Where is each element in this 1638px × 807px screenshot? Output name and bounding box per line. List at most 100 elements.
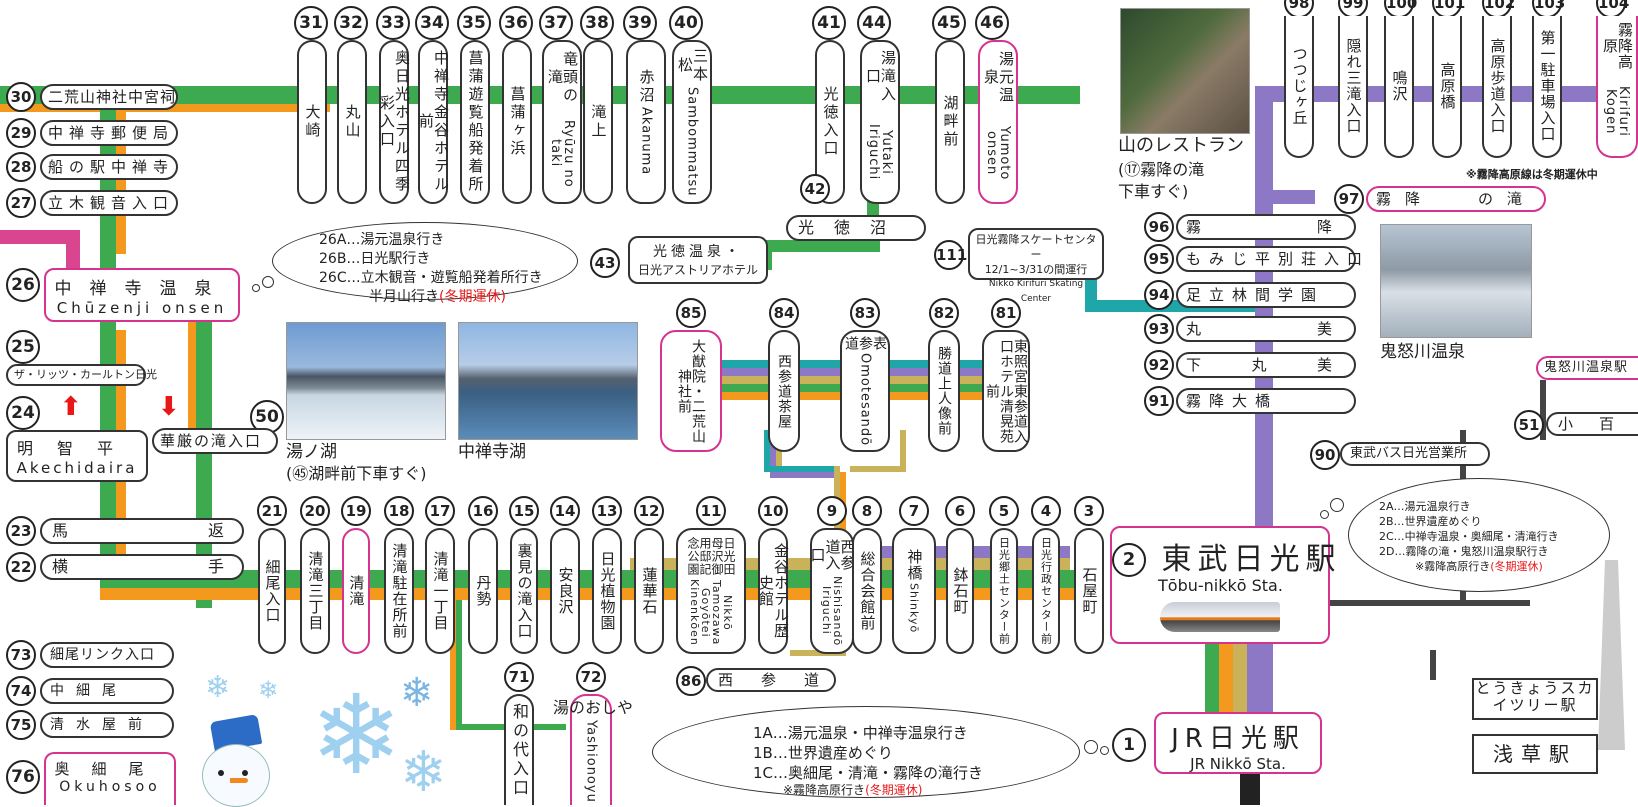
stop-5[interactable]: 日光郷土センター前 (990, 528, 1018, 654)
stop-73[interactable]: 細尾リンク入口 (40, 642, 174, 668)
stop-84[interactable]: 西参道茶屋 (768, 330, 800, 452)
stop-86[interactable]: 西参道 (706, 668, 836, 692)
stop-romaji: Nishisandō Iriguchi (820, 575, 844, 646)
skytree-station[interactable]: とうきょうスカイツリー駅 (1472, 678, 1598, 720)
stop-103[interactable]: 第一駐車場入口 (1532, 16, 1562, 158)
stop-label: 鉢石町 (951, 567, 970, 615)
stop-number: 33 (376, 6, 410, 40)
stop-28[interactable]: 船の駅中禅寺 (40, 154, 178, 180)
stop-99[interactable]: 隠れ三滝入口 (1338, 16, 1368, 158)
stop-98[interactable]: つつじヶ丘 (1284, 16, 1314, 158)
stop-50[interactable]: 華厳の滝入口 (152, 428, 278, 454)
stop-85[interactable]: 大猷院・二荒山神社前 (660, 330, 722, 452)
stop-number: 42 (800, 174, 830, 204)
stop-51[interactable]: 小百 (1546, 412, 1638, 436)
stop-76[interactable]: 奥細尾 Okuhosoo (44, 752, 176, 805)
stop-4[interactable]: 日光行政センター前 (1032, 528, 1060, 654)
stop-19[interactable]: 清滝 (342, 528, 370, 654)
stop-31[interactable]: 大崎 (297, 40, 327, 204)
stop-label: 東照宮東参道入口ホテル清晃苑前 (984, 338, 1028, 444)
bubble-26-c: 26C…立木観音・遊覧船発着所行き (319, 270, 543, 286)
restaurant-note2: 下車すぐ) (1118, 182, 1189, 201)
stop-10[interactable]: 金谷ホテル歴史館 (757, 528, 790, 654)
stop-6[interactable]: 鉢石町 (946, 528, 974, 654)
stop-12[interactable]: 蓮華石 (634, 528, 664, 654)
stop-82[interactable]: 勝道上人像前 (928, 330, 960, 452)
stop-18[interactable]: 清滝駐在所前 (384, 528, 414, 654)
stop-100[interactable]: 鳴沢 (1384, 16, 1414, 158)
stop-number: 14 (550, 496, 580, 526)
stop-45[interactable]: 湖畔前 (935, 40, 965, 204)
stop-93[interactable]: 丸美 (1176, 316, 1356, 342)
stop-number: 36 (499, 6, 533, 40)
jr-nikko-station[interactable]: JR日光駅 JR Nikkō Sta. (1154, 712, 1322, 774)
stop-91[interactable]: 霧降大橋 (1176, 388, 1356, 414)
stop-22[interactable]: 横手 (40, 554, 244, 580)
stop-number: 93 (1144, 314, 1174, 344)
stop-75[interactable]: 清水屋前 (40, 712, 174, 738)
stop-111[interactable]: 日光霧降スケートセンター 12/1~3/31の間運行 Nikkō Kirifur… (968, 228, 1104, 304)
stop-32[interactable]: 丸山 (337, 40, 367, 204)
stop-95[interactable]: もみじ平別荘入口 (1176, 246, 1362, 272)
stop-92[interactable]: 下丸美 (1176, 352, 1356, 378)
stop-94[interactable]: 足立林間学園 (1176, 282, 1356, 308)
stop-41[interactable]: 光徳入口 (815, 40, 845, 204)
stop-label: 表参道 (843, 335, 887, 351)
stop-label: 第一駐車場入口 (1538, 30, 1557, 142)
stop-number: 34 (415, 6, 449, 40)
stop-label: 大崎 (303, 104, 322, 140)
stop-15[interactable]: 裏見の滝入口 (510, 528, 538, 654)
tobu-nikko-station[interactable]: 2 東武日光駅 Tōbu-nikkō Sta. (1110, 526, 1336, 644)
stop-72[interactable]: やしおの湯 Yashionoyu (550, 694, 633, 805)
stop-27[interactable]: 立木観音入口 (40, 190, 178, 216)
stop-74[interactable]: 中細尾 (40, 678, 174, 704)
kinugawa-onsen-station[interactable]: 鬼怒川温泉駅 (1536, 356, 1638, 380)
stop-20[interactable]: 清滝三丁目 (300, 528, 330, 654)
stop-23[interactable]: 馬返 (40, 518, 244, 544)
stop-34[interactable]: 中禅寺金谷ホテル前 (417, 40, 450, 204)
stop-romaji: Yutaki Iriguchi (866, 124, 894, 181)
stop-21[interactable]: 細尾入口 (258, 528, 286, 654)
stop-3[interactable]: 石屋町 (1074, 528, 1104, 654)
stop-13[interactable]: 日光植物園 (592, 528, 622, 654)
stop-102[interactable]: 高原歩道入口 (1482, 16, 1512, 158)
stop-33[interactable]: 奥日光ホテル四季彩入口 (378, 40, 411, 204)
stop-42[interactable]: 光徳沼 (786, 215, 926, 241)
stop-number: 98 (1284, 0, 1314, 18)
stop-81[interactable]: 東照宮東参道入口ホテル清晃苑前 (982, 330, 1030, 452)
stop-number: 96 (1144, 212, 1174, 242)
stop-24[interactable]: 明智平 Akechidaira (6, 430, 148, 482)
stop-number: 101 (1432, 0, 1465, 18)
stop-label: 総合会館前 (858, 551, 877, 631)
stop-label-left: もみじ平別荘入口 (1186, 250, 1371, 268)
stop-90[interactable]: 東武バス日光営業所 (1340, 442, 1490, 466)
stop-26[interactable]: 中禅寺温泉 Chūzenji onsen (44, 268, 240, 322)
stop-43[interactable]: 光徳温泉・ 日光アストリアホテル (628, 236, 768, 284)
stop-25[interactable]: ザ・リッツ・カールトン日光 (6, 364, 157, 386)
stop-number: 15 (509, 496, 539, 526)
stop-16[interactable]: 丹勢 (468, 528, 498, 654)
stop-36[interactable]: 菖蒲ヶ浜 (502, 40, 532, 204)
stop-35[interactable]: 菖蒲遊覧船発着所 (460, 40, 490, 204)
stop-8[interactable]: 総合会館前 (852, 528, 882, 654)
stop-38[interactable]: 滝上 (583, 40, 613, 204)
stop-96[interactable]: 霧降 (1176, 214, 1356, 240)
stop-30[interactable]: 二荒山神社中宮祠 (40, 84, 178, 110)
stop-97[interactable]: 霧降の滝 (1366, 186, 1546, 212)
asakusa-station[interactable]: 浅草駅 (1472, 734, 1598, 774)
stop-29[interactable]: 中禅寺郵便局 (40, 120, 178, 146)
stop-17[interactable]: 清滝一丁目 (425, 528, 455, 654)
stop-71[interactable]: 和の代入口 (504, 694, 534, 805)
stop-14[interactable]: 安良沢 (550, 528, 580, 654)
stop-101[interactable]: 高原橋 (1432, 16, 1462, 158)
